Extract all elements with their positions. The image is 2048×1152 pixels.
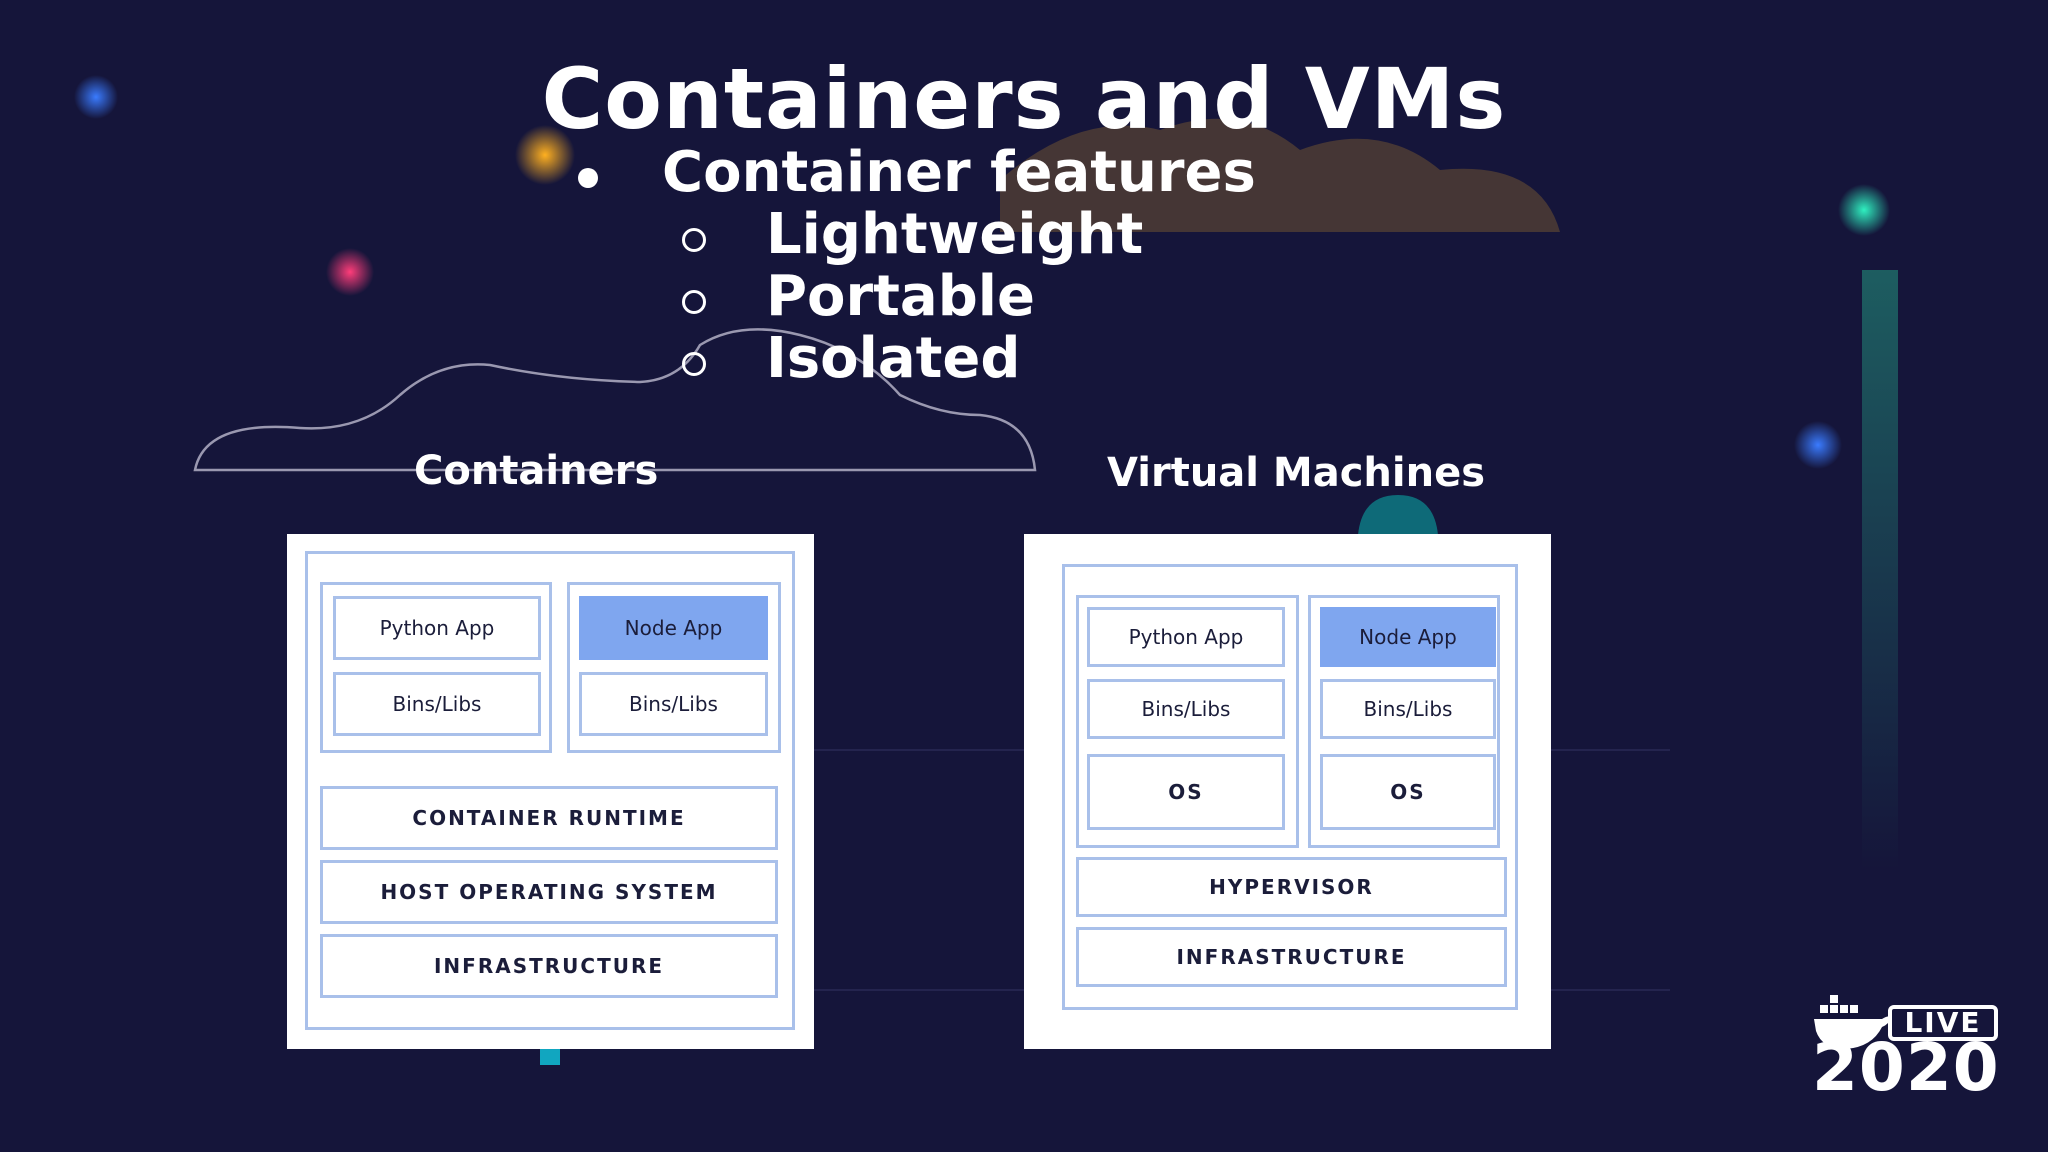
node-app-box: Node App: [579, 596, 768, 660]
sub-bullet-ring: [682, 290, 706, 314]
python-app-box: Python App: [333, 596, 541, 660]
bins-libs-box: Bins/Libs: [1087, 679, 1285, 739]
whale-icon: [1814, 995, 1892, 1049]
live-badge: LIVE: [1888, 1005, 1998, 1041]
glow-dot-teal: [1838, 184, 1890, 236]
node-app-box: Node App: [1320, 607, 1496, 667]
glow-dot-orange: [515, 125, 575, 185]
docker-live-logo: LIVE 2020: [1812, 985, 2012, 1106]
cloud-outline: [193, 328, 1037, 472]
bins-libs-box: Bins/Libs: [579, 672, 768, 736]
infrastructure-box: INFRASTRUCTURE: [1076, 927, 1507, 987]
logo-year: 2020: [1812, 1029, 2000, 1106]
sub-bullet-2: Portable: [682, 264, 1035, 329]
os-box: OS: [1087, 754, 1285, 830]
sub-bullet-text: Portable: [766, 264, 1035, 329]
containers-label: Containers: [414, 448, 659, 494]
vms-diagram: Python App Node App Bins/Libs Bins/Libs …: [1024, 534, 1551, 1049]
container-node-frame: [567, 582, 781, 753]
sub-bullet-text: Isolated: [766, 326, 1021, 391]
glow-dot-pink: [326, 248, 374, 296]
sub-bullet-1: Lightweight: [682, 202, 1143, 267]
container-runtime-box: CONTAINER RUNTIME: [320, 786, 778, 850]
containers-outer-frame: [305, 551, 795, 1030]
os-box: OS: [1320, 754, 1496, 830]
infrastructure-box: INFRASTRUCTURE: [320, 934, 778, 998]
slide-title: Containers and VMs: [541, 50, 1507, 148]
bullet-main-text: Container features: [662, 140, 1256, 205]
bullet-main: Container features: [578, 140, 1256, 205]
sub-bullet-text: Lightweight: [766, 202, 1144, 267]
sub-bullet-ring: [682, 228, 706, 252]
vm-node-frame: [1308, 595, 1500, 848]
hypervisor-box: HYPERVISOR: [1076, 857, 1507, 917]
sub-bullet-ring: [682, 352, 706, 376]
cloud-brown: [1000, 118, 1560, 232]
light-beam: [1862, 270, 1898, 870]
sub-bullet-3: Isolated: [682, 326, 1020, 391]
host-os-box: HOST OPERATING SYSTEM: [320, 860, 778, 924]
vms-label: Virtual Machines: [1107, 450, 1486, 496]
glow-dot-blue: [74, 75, 118, 119]
bins-libs-box: Bins/Libs: [333, 672, 541, 736]
vm-python-frame: [1076, 595, 1299, 848]
bins-libs-box: Bins/Libs: [1320, 679, 1496, 739]
teal-square: [540, 1045, 560, 1065]
containers-diagram: Python App Node App Bins/Libs Bins/Libs …: [287, 534, 814, 1049]
container-python-frame: [320, 582, 552, 753]
glow-dot-blue-right: [1794, 421, 1842, 469]
python-app-box: Python App: [1087, 607, 1285, 667]
bullet-dot: [578, 168, 598, 188]
vms-outer-frame: [1062, 564, 1518, 1010]
teal-dome: [1358, 495, 1438, 535]
